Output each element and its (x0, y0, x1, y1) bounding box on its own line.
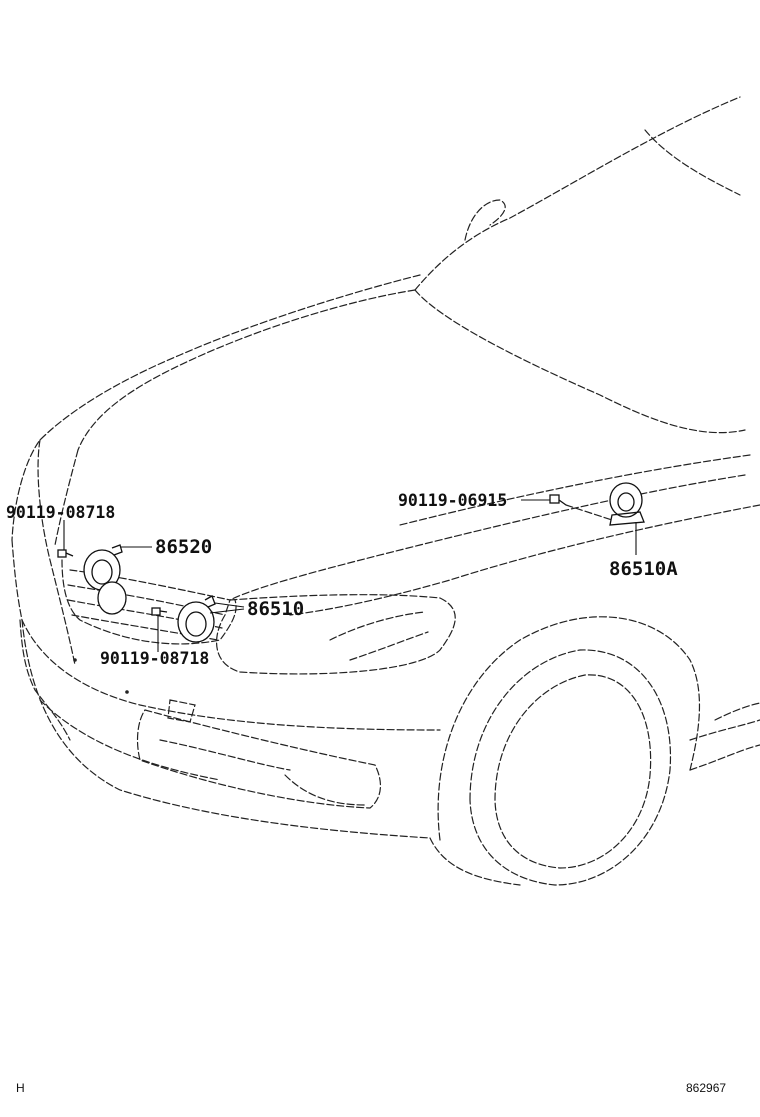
left-high-horn (83, 544, 127, 615)
car-outline (11, 96, 760, 886)
right-horn (609, 482, 645, 526)
left-low-horn (177, 595, 216, 643)
bolt-center-shape (151, 607, 168, 616)
callout-horn-low-left: 86510 (247, 598, 304, 620)
callout-horn-right: 86510A (609, 558, 678, 580)
footer-diagram-number: 862967 (686, 1081, 726, 1095)
callout-bolt-right: 90119-06915 (398, 491, 507, 510)
footer-left-mark: H (16, 1081, 25, 1095)
bolt-left-shape (57, 549, 74, 558)
leader-lines (63, 499, 637, 652)
callout-horn-high-left: 86520 (155, 536, 212, 558)
bolt-right-shape (549, 494, 567, 506)
callout-bolt-center: 90119-08718 (100, 649, 209, 668)
callout-bolt-left: 90119-08718 (6, 503, 115, 522)
